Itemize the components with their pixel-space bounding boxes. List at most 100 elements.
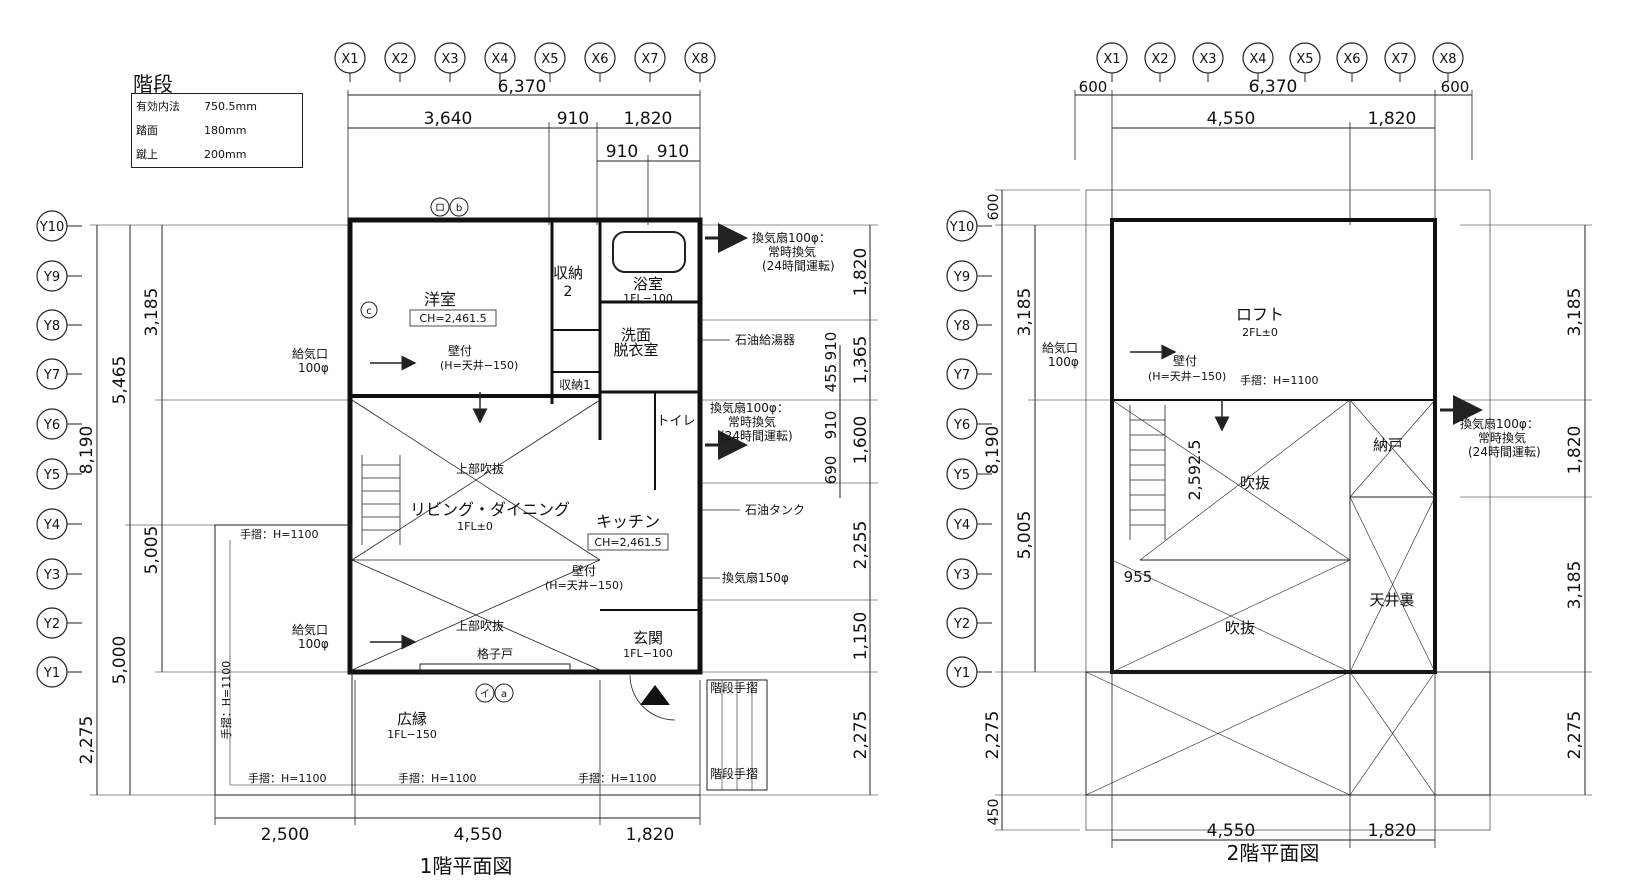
f1-fan1: 換気扇100φ： [752,230,831,245]
stair-spec-value: 200mm [204,147,247,161]
f1-dim-right-i: 1,150 [851,612,871,661]
f2-dim-left-total: 8,190 [983,426,1003,475]
stair-spec-row: 有効内法 750.5mm [132,94,302,118]
f1-stair-rail2: 階段手摺 [710,766,758,781]
f1-rail5: 手摺：H=1100 [578,771,656,785]
f2-void1: 吹抜 [1240,474,1270,492]
f1-fan1c: (24時間運転) [762,259,835,273]
f1-dim-right-e: 910 [822,411,840,440]
f1-dim-top-total: 6,370 [498,77,547,97]
f2-dim-left-b: 5,005 [1015,511,1035,560]
stair-spec-key: 有効内法 [136,100,180,113]
grid-y-y9-label: Y9 [953,270,970,285]
grid-y-y6-label: Y6 [43,418,60,433]
f1-tank: 石油タンク [745,503,805,517]
grid-x-x2-label: X2 [391,52,408,67]
grid-y-y3-label: Y3 [43,568,60,583]
f1-room-storage2: 収納 [553,264,583,282]
f2-dim-right-c: 3,185 [1565,561,1585,610]
grid-x-x2-label: X2 [1151,52,1168,67]
f1-dim-top-d2: 910 [657,142,689,162]
f1-dim-right-g: 1,600 [851,416,871,465]
stair-spec-row: 踏面 180mm [132,118,302,142]
f1-rail2: 手摺：H=1100 [219,661,233,739]
grid-x-x5-label: X5 [1296,52,1313,67]
f1-dim-right-b: 1,365 [851,336,871,385]
f1-inlet1b: 100φ [298,361,329,375]
f1-dim-top-d1: 910 [606,142,638,162]
f1-title: 1階平面図 [420,854,513,878]
grid-x-x3-label: X3 [1199,52,1216,67]
grid-x-x4-label: X4 [1249,52,1266,67]
grid-y-y5-label: Y5 [953,468,970,483]
f1-inlet1: 給気口 [292,346,328,361]
f2-inlet: 給気口 [1042,340,1078,355]
f1-wall2b: (H=天井−150) [545,578,623,592]
f1-mark-i: イ [480,689,490,700]
f1-room-bath-fl: 1FL−100 [623,292,673,305]
f2-title: 2階平面図 [1227,841,1320,865]
f1-mark-ro: ロ [435,203,445,214]
grid-y-y7-label: Y7 [953,368,970,383]
f2-height: 2,592.5 [1185,439,1204,500]
f2-dim-top-right-ov: 600 [1441,78,1470,96]
f1-room-engawa: 広縁 [397,710,427,728]
grid-x-x3-label: X3 [441,52,458,67]
stair-spec-key: 蹴上 [136,148,158,161]
grid-x-x5-label: X5 [541,52,558,67]
f1-fan3: 換気扇150φ [722,570,789,585]
f2-dim-top-a: 4,550 [1207,109,1256,129]
f1-room-entrance: 玄関 [633,629,663,647]
grid-x-x6-label: X6 [1343,52,1360,67]
grid-y-y8-label: Y8 [953,319,970,334]
grid-x-x8-label: X8 [1439,52,1456,67]
f1-fan2c: (24時間運転) [720,429,793,443]
f1-room-wash: 洗面 [621,326,651,344]
f1-dim-right-a: 1,820 [851,248,871,297]
f1-upper-void2: 上部吹抜 [456,618,504,633]
stair-spec-table: 有効内法 750.5mm 踏面 180mm 蹴上 200mm [131,93,303,168]
f1-room-engawa-fl: 1FL−150 [387,728,437,741]
grid-y-y3-label: Y3 [953,568,970,583]
grid-y-y10-label: Y10 [949,220,974,235]
f1-dim-top-b: 910 [557,109,589,129]
stair-spec-row: 蹴上 200mm [132,142,302,166]
f2-fan: 換気扇100φ： [1460,416,1539,431]
f1-mark-b: b [456,203,462,214]
f2-dim-left-bot-ov: 450 [986,799,1002,826]
f2-attic: 天井裏 [1369,591,1414,609]
f2-room-storage: 納戸 [1373,436,1403,454]
f1-dim-left-a: 5,465 [110,356,130,405]
grid-y-y6-label: Y6 [953,418,970,433]
grid-x-x7-label: X7 [641,52,658,67]
f2-dim-left-c: 2,275 [983,711,1003,760]
f2-inletb: 100φ [1048,355,1079,369]
f1-upper-void1: 上部吹抜 [456,461,504,476]
f1-room-kitchen-ch: CH=2,461.5 [594,536,661,549]
f2-dim-top-left-ov: 600 [1079,78,1108,96]
f1-room-living: リビング・ダイニング [410,500,570,519]
f2-room-loft: ロフト [1236,305,1284,324]
f1-dim-left-total: 8,190 [77,426,97,475]
f1-dim-left-d: 5,000 [110,636,130,685]
f1-dim-right-h: 2,255 [851,521,871,570]
f1-dim-top-c: 1,820 [624,109,673,129]
floor2-labels: 6,370 600 600 4,550 1,820 4,550 1,820 60… [983,77,1585,865]
stair-spec-value: 180mm [204,123,247,137]
f1-dim-left-b: 3,185 [142,288,162,337]
f1-room-entrance-fl: 1FL−100 [623,647,673,660]
f1-dim-right-c: 910 [822,332,840,361]
f2-fanb: 常時換気 [1478,430,1526,445]
grid-y-y1-label: Y1 [43,666,60,681]
f2-w955: 955 [1124,568,1153,586]
f1-dim-bot-c: 1,820 [626,825,675,845]
f1-fan1b: 常時換気 [768,244,816,259]
f1-room-kitchen: キッチン [596,512,660,531]
f1-rail1: 手摺：H=1100 [240,527,318,541]
floor1-labels: 6,370 3,640 910 1,820 910 910 2,500 4,55… [77,77,871,878]
f1-boiler: 石油給湯器 [735,333,795,347]
f1-dim-bot-b: 4,550 [454,825,503,845]
f2-dim-left-top-ov: 600 [986,194,1002,221]
